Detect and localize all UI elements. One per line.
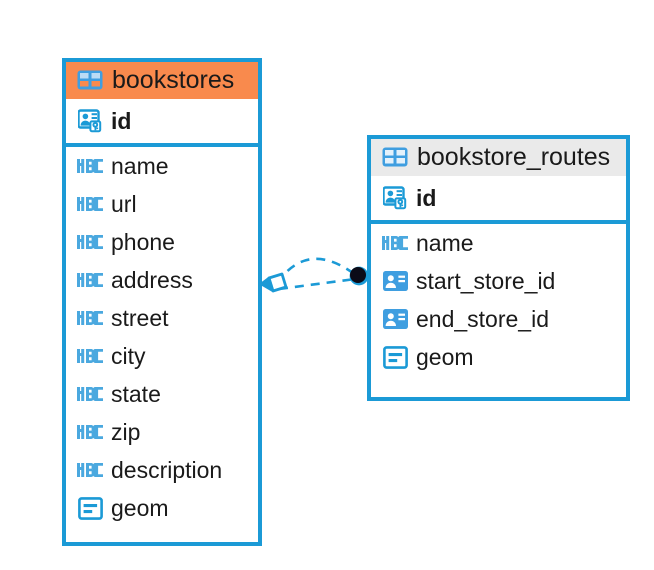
field-row-description[interactable]: description [66,451,258,489]
primary-key-icon [382,185,408,211]
field-row-zip[interactable]: zip [66,413,258,451]
field-row-geom[interactable]: geom [371,338,626,376]
field-label: name [111,152,169,179]
entity-bookstore-routes-header[interactable]: bookstore_routes [371,139,626,177]
field-row-address[interactable]: address [66,261,258,299]
field-label: street [111,304,169,331]
geometry-icon [77,495,103,521]
field-label: zip [111,418,141,445]
field-label: state [111,380,161,407]
filled-circle-marker [349,266,369,286]
pk-separator [66,143,258,148]
entity-bookstores-fields: name url [66,147,258,527]
table-icon [382,144,408,170]
entity-bookstore-routes-fields: name start_store_id [371,224,626,376]
field-row-city[interactable]: city [66,337,258,375]
foreign-key-icon [382,268,408,294]
field-label: url [111,190,137,217]
abc-text-icon [77,267,103,293]
field-label: id [416,184,437,211]
field-row-geom[interactable]: geom [66,489,258,527]
relationship-line-upper [275,257,358,284]
abc-text-icon [77,419,103,445]
table-icon [77,67,103,93]
abc-text-icon [77,191,103,217]
field-label: phone [111,228,175,255]
diamond-marker [259,272,288,293]
abc-text-icon [77,457,103,483]
field-row-phone[interactable]: phone [66,223,258,261]
field-label: name [416,229,474,256]
field-row-id[interactable]: id [66,99,258,143]
abc-text-icon [77,305,103,331]
field-label: description [111,456,223,483]
field-label: start_store_id [416,267,556,294]
relationship-line-lower [278,277,356,291]
field-label: end_store_id [416,305,549,332]
abc-text-icon [77,343,103,369]
entity-bookstores[interactable]: bookstores [62,58,262,546]
abc-text-icon [382,230,408,256]
entity-bookstores-title: bookstores [112,66,235,94]
field-row-name[interactable]: name [371,224,626,262]
relationship-connector[interactable] [255,243,375,315]
entity-bookstores-pk-block: id [66,99,258,143]
field-row-id[interactable]: id [371,176,626,220]
field-row-name[interactable]: name [66,147,258,185]
field-row-state[interactable]: state [66,375,258,413]
field-row-end-store-id[interactable]: end_store_id [371,300,626,338]
abc-text-icon [77,229,103,255]
field-label: id [111,107,132,134]
field-row-start-store-id[interactable]: start_store_id [371,262,626,300]
entity-bookstore-routes-pk-block: id [371,176,626,220]
field-row-street[interactable]: street [66,299,258,337]
field-label: city [111,342,146,369]
entity-bookstore-routes-title: bookstore_routes [417,143,611,171]
field-label: geom [416,343,474,370]
entity-bookstore-routes[interactable]: bookstore_routes [367,135,630,401]
foreign-key-icon [382,306,408,332]
field-row-url[interactable]: url [66,185,258,223]
abc-text-icon [77,381,103,407]
geometry-icon [382,344,408,370]
field-label: address [111,266,193,293]
primary-key-icon [77,108,103,134]
abc-text-icon [77,153,103,179]
pk-separator [371,220,626,225]
field-label: geom [111,494,169,521]
entity-bookstores-header[interactable]: bookstores [66,62,258,100]
